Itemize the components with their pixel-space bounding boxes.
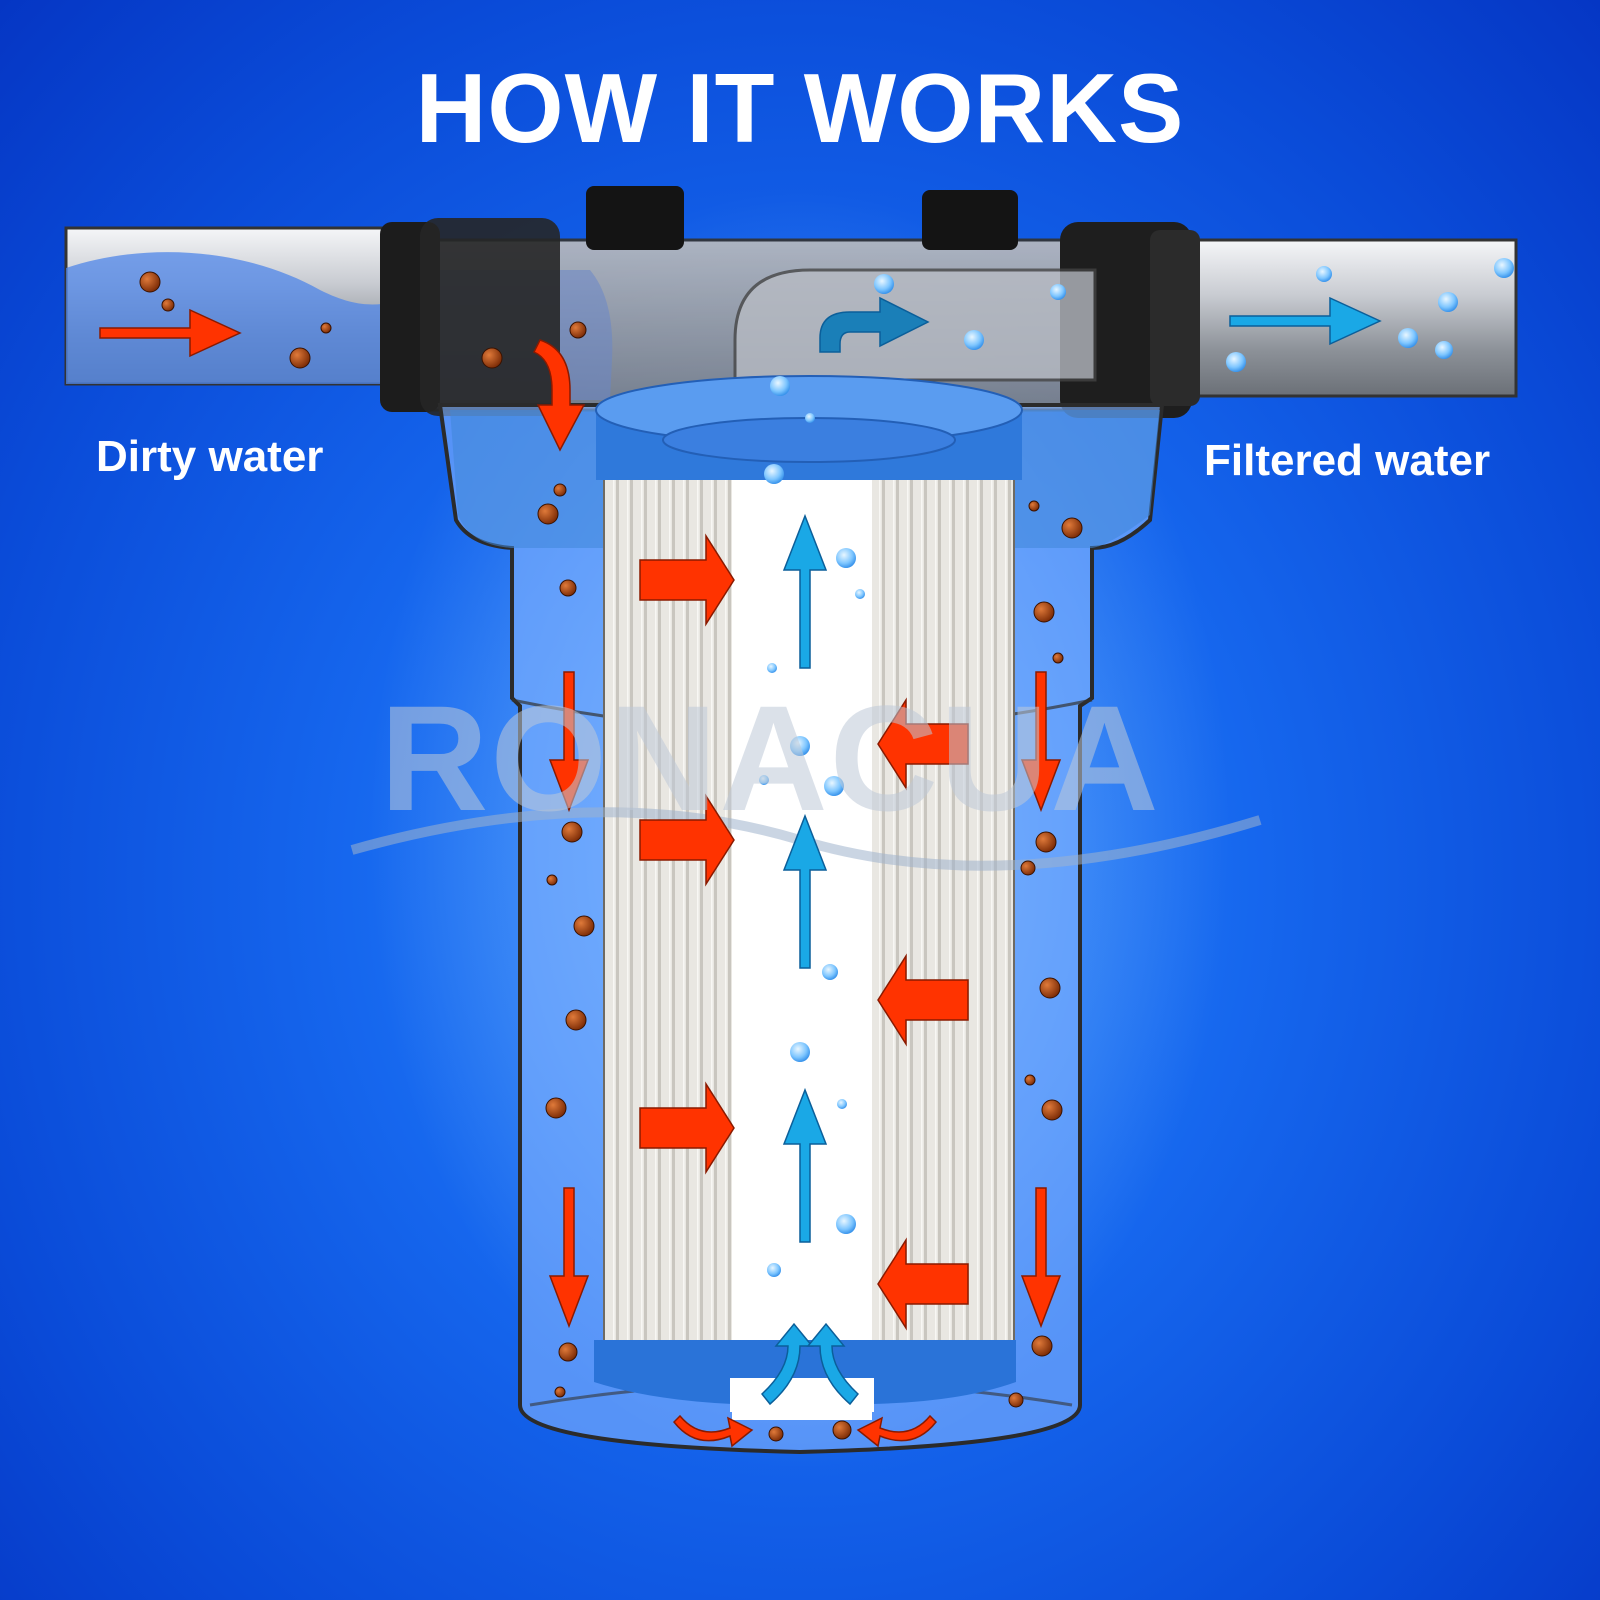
- clean-bubbles: [759, 258, 1514, 1277]
- up-arrow: [782, 513, 828, 669]
- inlet-pipe: [64, 226, 408, 386]
- inflow-arrow-right: [877, 1237, 969, 1331]
- diagram-title: HOW IT WORKS: [415, 53, 1185, 163]
- down-arrow: [548, 1187, 590, 1329]
- up-arrow: [782, 813, 828, 969]
- bottom-curl-arrow: [856, 1414, 938, 1448]
- inflow-arrow-left: [639, 793, 735, 887]
- inflow-arrow-right: [877, 953, 969, 1047]
- inflow-arrow-left: [639, 533, 735, 627]
- bottom-curl-arrow: [672, 1414, 754, 1448]
- watermark-logo: RONACUA: [380, 674, 1161, 842]
- filtered-water-label: Filtered water: [1204, 436, 1491, 485]
- up-arrow: [782, 1087, 828, 1243]
- inlet-bend-arrow: [532, 339, 586, 452]
- inflow-arrow-right: [877, 697, 969, 791]
- inflow-arrow-left: [639, 1081, 735, 1175]
- down-arrow: [1020, 1187, 1062, 1329]
- elbow-arrow: [819, 296, 930, 353]
- dirty-flow-arrows: [99, 308, 1062, 1448]
- down-arrow: [548, 671, 590, 813]
- bottom-up-arrow: [806, 1322, 860, 1406]
- dirty-water-label: Dirty water: [96, 432, 324, 481]
- outlet-arrow: [1229, 296, 1382, 346]
- inlet-arrow: [99, 308, 242, 358]
- clean-flow-arrows: [760, 296, 1382, 1406]
- down-arrow: [1020, 671, 1062, 813]
- dirt-particles: [139, 271, 1083, 1442]
